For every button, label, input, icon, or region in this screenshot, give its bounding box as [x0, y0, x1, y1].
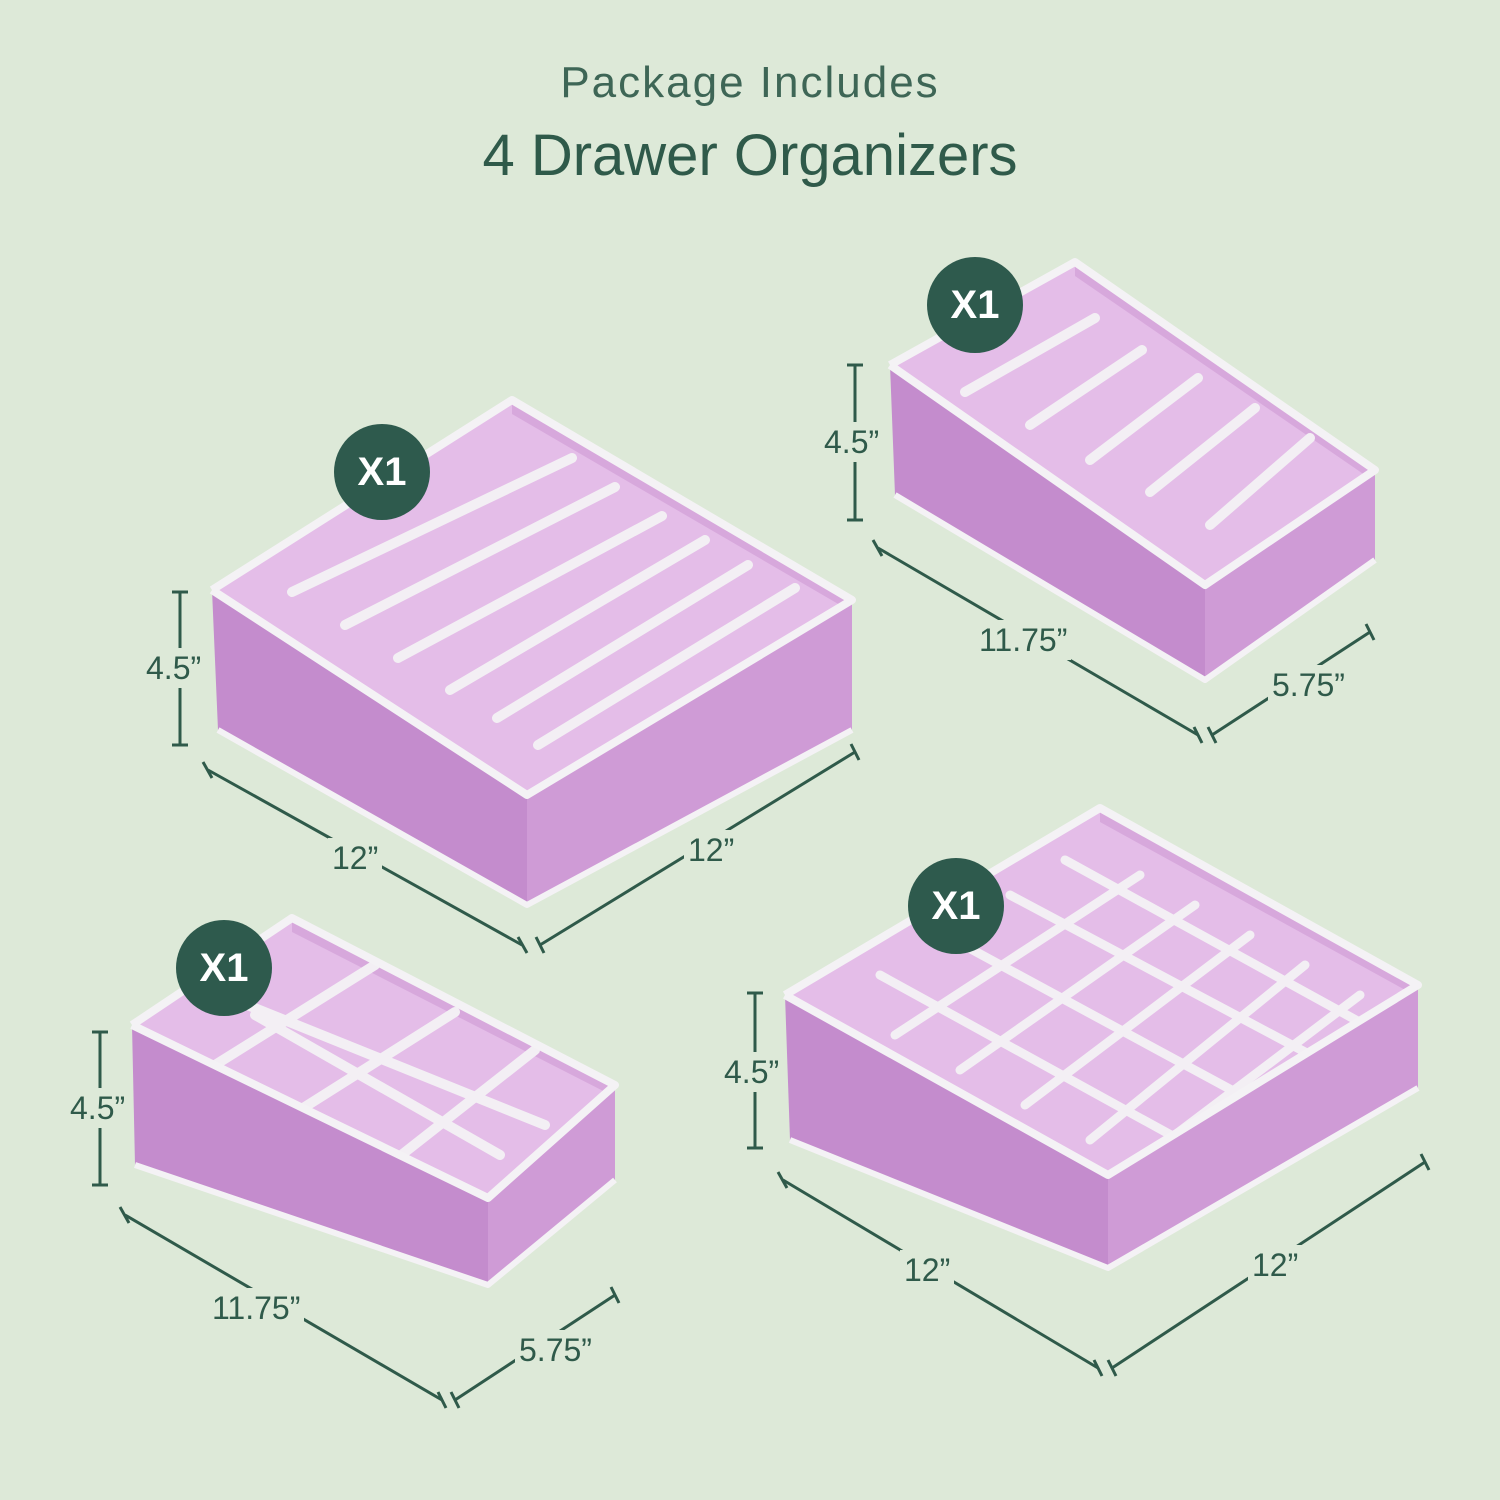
organizer-large-24-grid: [747, 804, 1431, 1377]
length-label-small-6-slot: 11.75”: [975, 620, 1072, 660]
quantity-badge-small-6-slot: X1: [927, 257, 1023, 353]
width-label-small-8-grid: 5.75”: [515, 1330, 596, 1370]
height-label-small-8-grid: 4.5”: [66, 1088, 130, 1128]
quantity-badge-small-8-grid: X1: [176, 920, 272, 1016]
height-label-large-24-grid: 4.5”: [720, 1052, 784, 1092]
height-label-small-6-slot: 4.5”: [820, 422, 884, 462]
quantity-badge-large-24-grid: X1: [908, 858, 1004, 954]
height-label-large-6-slot: 4.5”: [142, 648, 206, 688]
length-label-large-6-slot: 12”: [328, 838, 383, 878]
width-label-large-6-slot: 12”: [684, 830, 739, 870]
width-label-large-24-grid: 12”: [1248, 1245, 1303, 1285]
package-title: 4 Drawer Organizers: [482, 123, 1018, 188]
width-label-small-6-slot: 5.75”: [1268, 665, 1349, 705]
length-label-small-8-grid: 11.75”: [208, 1288, 305, 1328]
package-subtitle: Package Includes: [560, 58, 940, 107]
length-label-large-24-grid: 12”: [900, 1250, 955, 1290]
organizer-small-6-slot: [847, 258, 1379, 744]
quantity-badge-large-6-slot: X1: [334, 424, 430, 520]
organizer-large-6-slot: [172, 396, 861, 954]
